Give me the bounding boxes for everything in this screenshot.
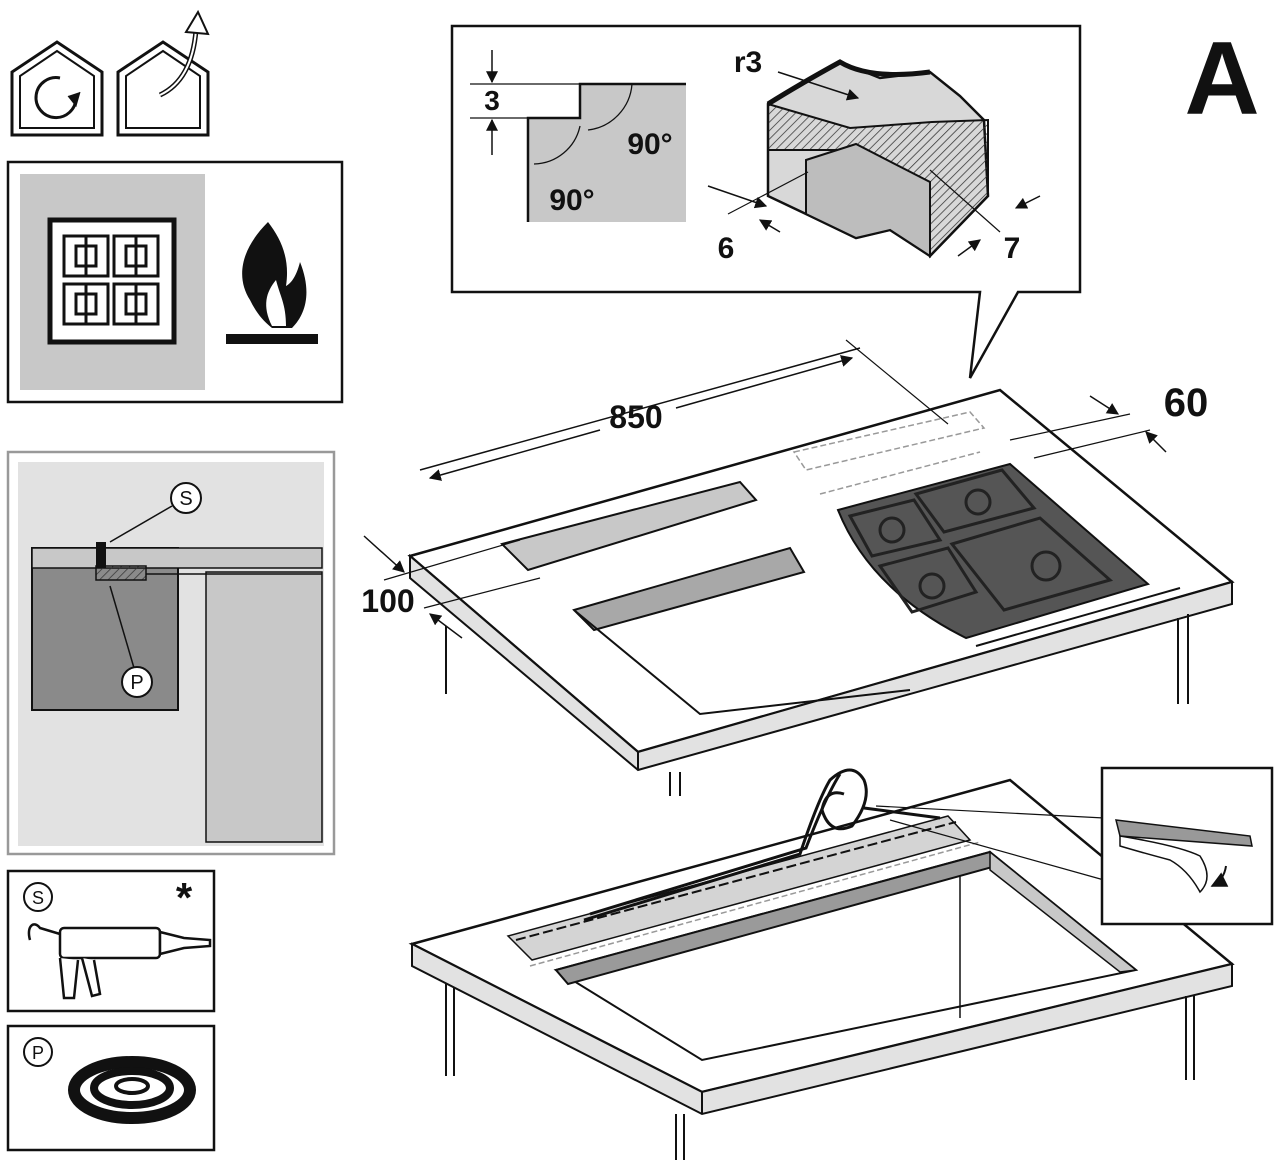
figure-letter: A: [1184, 21, 1259, 137]
peel-backing-detail: [875, 766, 1274, 926]
dimension-100: 100: [361, 535, 541, 639]
burner-grates: [847, 468, 1114, 614]
radius-label: r3: [734, 46, 762, 79]
optional-asterisk: *: [176, 874, 193, 921]
gas-flame-icon: [226, 222, 318, 344]
thickness-left-label: 6: [718, 232, 735, 265]
angle-label-upper: 90°: [627, 128, 672, 161]
front-dimension-label: 100: [361, 583, 414, 619]
countertop-with-cutout: [407, 388, 1235, 796]
back-dimension-label: 60: [1164, 381, 1209, 425]
sealing-strip-roll-icon: [68, 1056, 196, 1124]
outdoor-ventilation-icon: [116, 9, 210, 137]
angle-label-lower: 90°: [549, 184, 594, 217]
step-height-label: 3: [484, 85, 500, 116]
hob-type-panel: [6, 160, 344, 404]
thickness-right-label: 7: [1004, 232, 1021, 265]
sealant-callout: [170, 482, 202, 514]
width-dimension-label: 850: [609, 399, 662, 435]
sealing-strip-coil: [583, 768, 941, 922]
strip-roll-panel: P: [6, 1024, 216, 1152]
dimension-850: 850: [419, 339, 949, 481]
strip-roll-callout: P: [32, 1043, 44, 1063]
seal-section-panel: S P: [6, 450, 336, 856]
sealant-gun-callout: S: [32, 888, 44, 908]
sealant-callout-label: S: [179, 488, 192, 510]
sealant-gun-icon: [27, 923, 212, 1000]
strip-callout: [121, 666, 153, 698]
strip-callout-label: P: [130, 672, 143, 694]
cutout-detail-bubble: 3 90° 90° r3 6 7: [450, 24, 1082, 379]
gas-burner-grid-icon: [62, 234, 160, 326]
dimension-60: 60: [1009, 381, 1209, 459]
sealant-gun-panel: S *: [6, 869, 216, 1013]
indoor-ventilation-icon: [10, 40, 104, 137]
